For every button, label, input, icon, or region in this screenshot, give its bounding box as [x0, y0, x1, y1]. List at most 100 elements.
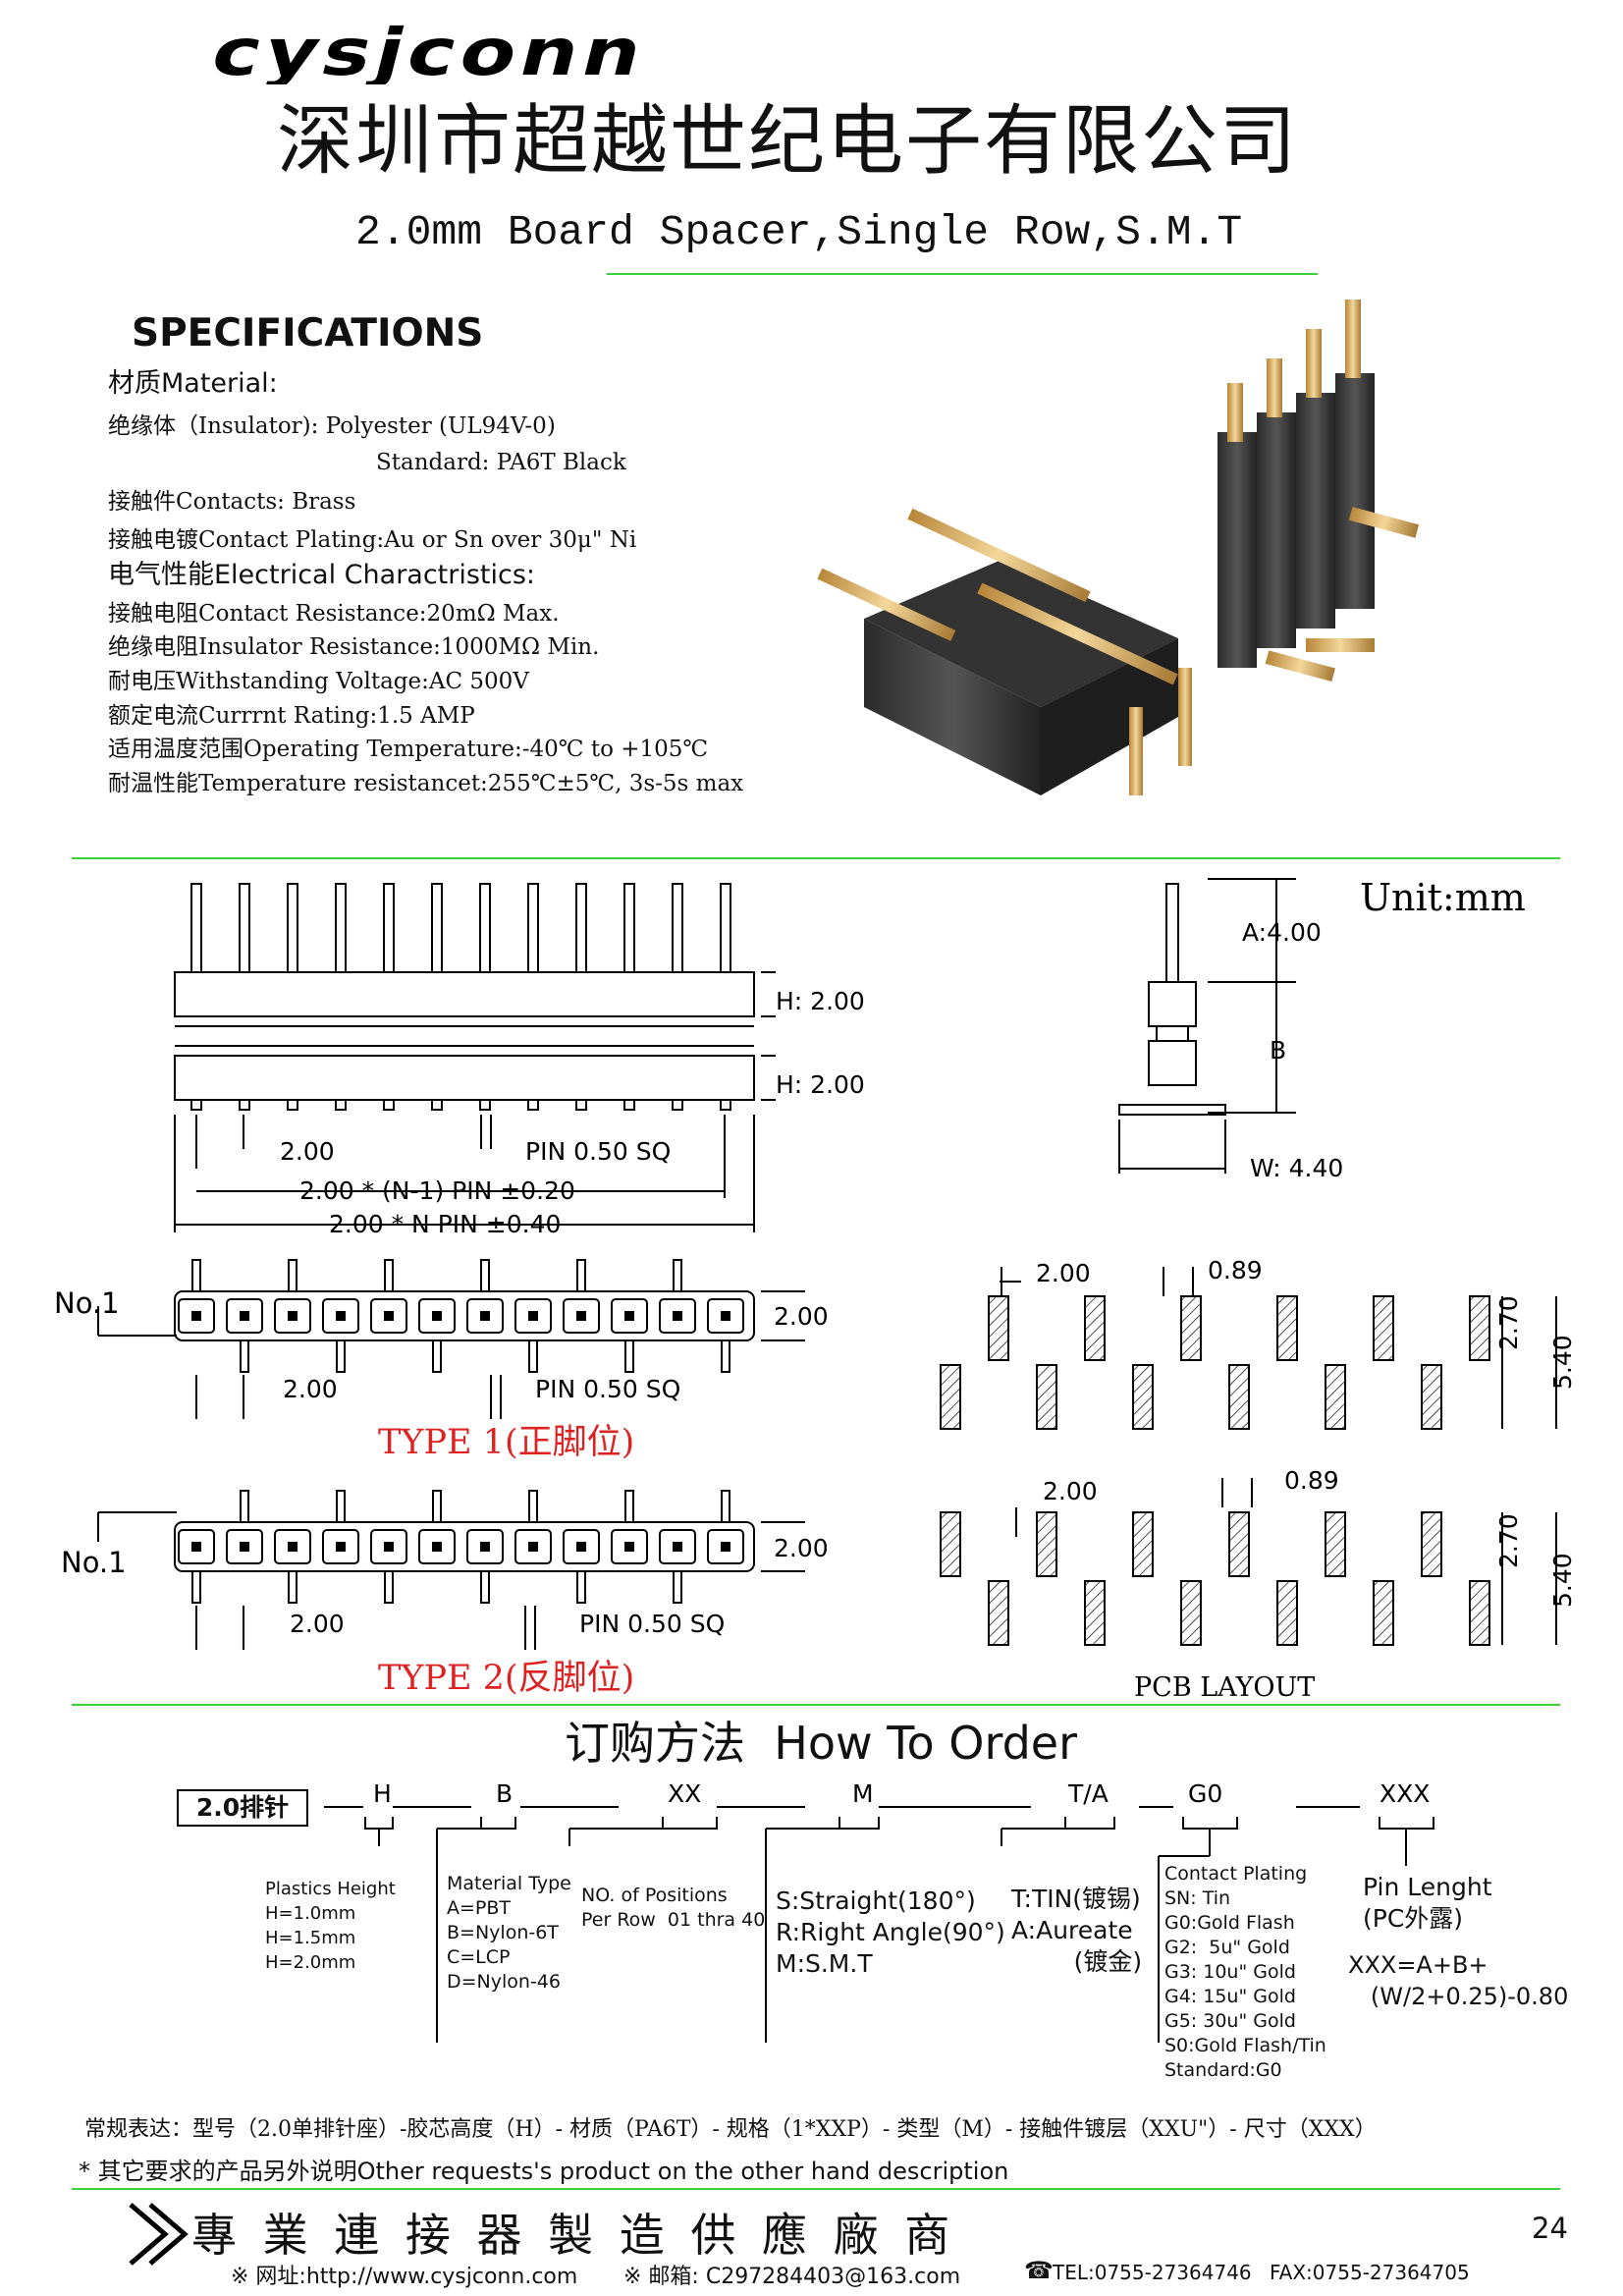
lead [528, 1490, 538, 1523]
pcb2-540: 5.40 [1548, 1553, 1577, 1608]
pcb-pad [1373, 1295, 1394, 1361]
w-dim: W: 4.40 [1250, 1154, 1343, 1182]
body-h-type2: 2.00 [774, 1534, 829, 1562]
type2-label: TYPE 2(反脚位) [378, 1659, 634, 1698]
pcb-pad [1469, 1295, 1490, 1361]
pad-cell [466, 1298, 504, 1334]
order-diagram: H B XX M T/A G0 XXX [0, 1768, 1623, 2052]
pcb-pad [1325, 1511, 1346, 1577]
specs-heading: SPECIFICATIONS [132, 311, 484, 355]
pitch-type1: 2.00 [283, 1375, 338, 1403]
pcb-pad [1084, 1580, 1106, 1646]
type1-label: TYPE 1(正脚位) [378, 1423, 634, 1462]
pad-dot [191, 1542, 201, 1552]
type2-view [97, 1490, 805, 1650]
spec-contact-resistance: 接触电阻Contact Resistance:20mΩ Max. [108, 601, 560, 627]
pad-cell [611, 1529, 648, 1564]
code-xxx: XXX [1380, 1779, 1430, 1808]
code-ta: T/A [1067, 1779, 1109, 1808]
pad-dot [432, 1542, 442, 1552]
pcb2-270: 2.70 [1494, 1513, 1523, 1568]
pin [623, 883, 635, 973]
pad-cell [514, 1298, 552, 1334]
order-pin-length: Pin Lenght (PC外露) [1363, 1873, 1492, 1933]
pad-dot [336, 1542, 346, 1552]
lead [624, 1339, 634, 1373]
pad-cell [514, 1529, 552, 1564]
no1-type1: No.1 [54, 1286, 120, 1320]
pad-dot [673, 1311, 682, 1321]
footer-email: ※ 邮箱: C297284403@163.com [623, 2265, 961, 2289]
pin [527, 883, 539, 973]
divider-order [72, 1704, 1560, 1706]
no1-type2: No.1 [61, 1546, 127, 1579]
pcb-pad [988, 1295, 1009, 1361]
connector-vertical-drawing [1217, 300, 1420, 683]
pin [287, 883, 298, 973]
lead [336, 1339, 346, 1373]
pad-dot [576, 1542, 586, 1552]
spec-temp-resistance: 耐温性能Temperature resistancet:255℃±5℃, 3s-… [108, 771, 744, 796]
unit-label: Unit:mm [1360, 876, 1526, 919]
front-view [174, 883, 776, 1232]
pin-foot [383, 1099, 395, 1111]
order-title: 订购方法 How To Order [565, 1717, 1077, 1770]
phone-icon: ☎ [1024, 2257, 1054, 2284]
pin [335, 883, 347, 973]
pad-dot [624, 1542, 634, 1552]
electrical-heading-text: 电气性能Electrical Charactristics: [108, 560, 536, 590]
pad-dot [240, 1311, 249, 1321]
pad-cell [659, 1529, 696, 1564]
pitch-type2: 2.00 [290, 1610, 345, 1638]
lead [432, 1339, 442, 1373]
pcb-pad [1421, 1364, 1442, 1430]
pin-sq-type1: PIN 0.50 SQ [535, 1375, 680, 1403]
lead [528, 1339, 538, 1373]
dim-n1: 2.00 * (N-1) PIN ±0.20 [299, 1176, 575, 1205]
pcb-pad [1325, 1364, 1346, 1430]
pad-cell [274, 1298, 311, 1334]
pad-cell [370, 1298, 407, 1334]
pin-foot [575, 1099, 587, 1111]
pad-dot [721, 1542, 730, 1552]
pcb-pad [940, 1364, 961, 1430]
divider-middle [72, 857, 1560, 859]
pad-cell [707, 1298, 744, 1334]
spec-insulator-resistance: 绝缘电阻Insulator Resistance:1000MΩ Min. [108, 634, 600, 660]
pin-foot [527, 1099, 539, 1111]
pad-dot [288, 1542, 298, 1552]
divider-footer [72, 2188, 1560, 2190]
order-note-2: * 其它要求的产品另外说明Other requests's product on… [79, 2158, 1009, 2185]
divider-top [607, 273, 1318, 275]
company-name-cn: 深圳市超越世纪电子有限公司 [277, 97, 1299, 186]
lead [240, 1490, 249, 1523]
pcb-pad [1132, 1511, 1154, 1577]
lead [673, 1570, 682, 1604]
lead [384, 1570, 394, 1604]
lead [288, 1570, 298, 1604]
spec-plating: 接触电镀Contact Plating:Au or Sn over 30μ" N… [108, 527, 637, 553]
spec-insulator: 绝缘体（Insulator): Polyester (UL94V-0) [108, 413, 556, 439]
body-h-type1: 2.00 [774, 1302, 829, 1331]
order-type: S:Straight(180°) R:Right Angle(90°) M:S.… [776, 1886, 1005, 1978]
pin [190, 883, 202, 973]
pcb2-pad: 0.89 [1284, 1466, 1339, 1495]
footer-chevron-icon [126, 2200, 196, 2269]
lead [721, 1490, 730, 1523]
pin-foot [335, 1099, 347, 1111]
pad-cell [563, 1529, 600, 1564]
spec-current-rating: 额定电流Currrnt Rating:1.5 AMP [108, 703, 475, 729]
pcb1-540: 5.40 [1548, 1335, 1577, 1390]
pin [239, 883, 250, 973]
pad-dot [191, 1311, 201, 1321]
order-positions: NO. of Positions Per Row 01 thra 40 [581, 1885, 766, 1931]
pad-dot [336, 1311, 346, 1321]
pcb-pad [988, 1580, 1009, 1646]
pad-dot [240, 1542, 249, 1552]
pad-cell [707, 1529, 744, 1564]
pad-dot [288, 1311, 298, 1321]
pin-foot [431, 1099, 443, 1111]
page-number: 24 [1532, 2212, 1568, 2245]
lead [576, 1259, 586, 1292]
pad-dot [480, 1542, 490, 1552]
